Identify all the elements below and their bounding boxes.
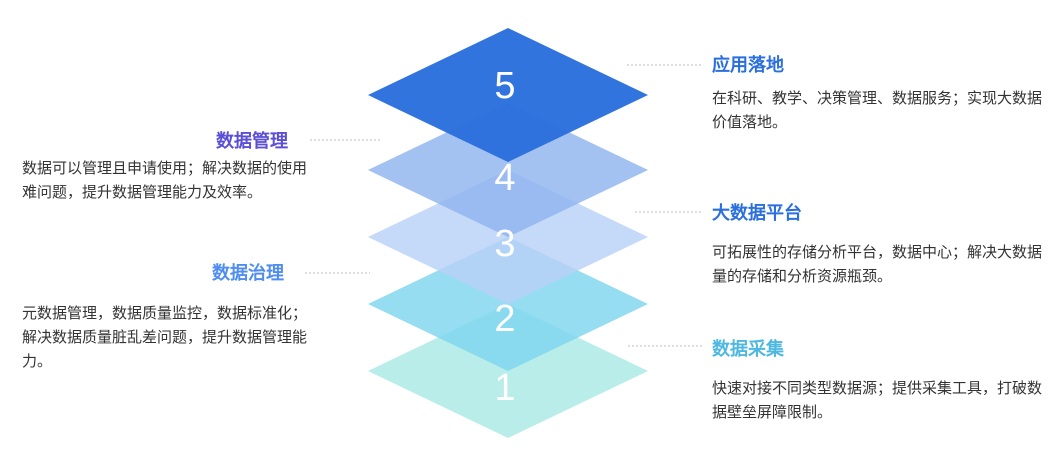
collection-title: 数据采集 [712, 339, 784, 360]
management-description: 数据可以管理且申请使用；解决数据的使用难问题，提升数据管理能力及效率。 [22, 159, 308, 201]
collection-description: 快速对接不同类型数据源；提供采集工具，打破数据壁垒屏障限制。 [712, 379, 1043, 421]
layer-4-diamond [368, 103, 648, 237]
governance-title: 数据治理 [212, 263, 284, 284]
application-description: 在科研、教学、决策管理、数据服务；实现大数据价值落地。 [712, 89, 1043, 131]
layer-numbers: 1 2 3 4 5 [494, 65, 515, 409]
layer-5-number: 5 [494, 65, 515, 107]
layers-group [368, 28, 648, 438]
application-title: 应用落地 [712, 55, 784, 76]
layer-1-number: 1 [494, 367, 515, 409]
layer-3-number: 3 [494, 223, 515, 265]
management-title: 数据管理 [216, 131, 288, 152]
leader-lines [305, 64, 702, 347]
layer-2-number: 2 [494, 298, 515, 340]
platform-title: 大数据平台 [712, 203, 802, 224]
layer-4-number: 4 [494, 157, 515, 199]
governance-description: 元数据管理，数据质量监控，数据标准化；解决数据质量脏乱差问题，提升数据管理能力。 [22, 304, 308, 370]
platform-description: 可拓展性的存储分析平台，数据中心；解决大数据量的存储和分析资源瓶颈。 [712, 243, 1043, 285]
layer-5-diamond [368, 28, 648, 162]
